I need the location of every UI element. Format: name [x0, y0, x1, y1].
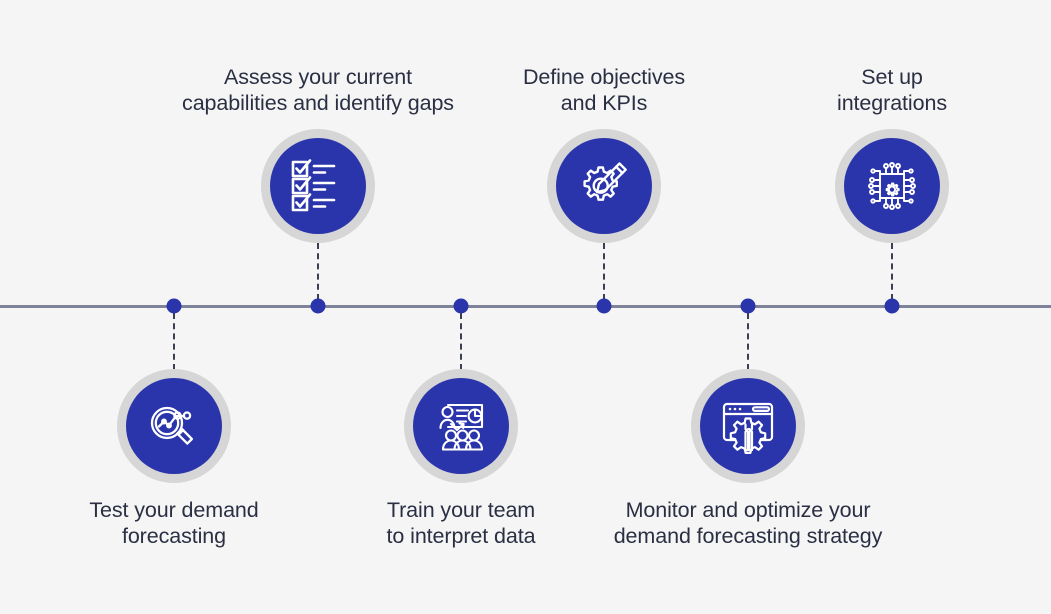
step-label-6: Set up integrations — [837, 65, 947, 115]
connector-step-5 — [747, 313, 749, 370]
step-label-3: Train your team to interpret data — [386, 498, 536, 548]
timeline-node-dot-1[interactable] — [166, 298, 182, 314]
step-label-1: Test your demand forecasting — [89, 498, 259, 548]
step-icon-bubble-3[interactable] — [404, 369, 518, 483]
connector-step-1 — [173, 313, 175, 370]
step-icon-disc-2 — [270, 138, 366, 234]
checklist-icon — [291, 159, 336, 212]
connector-step-6 — [891, 243, 893, 300]
step-icon-bubble-1[interactable] — [117, 369, 231, 483]
step-icon-bubble-6[interactable] — [835, 129, 949, 243]
timeline-axis-line — [0, 305, 1051, 308]
timeline-node-dot-4[interactable] — [596, 298, 612, 314]
step-icon-disc-1 — [126, 378, 222, 474]
connector-step-3 — [460, 313, 462, 370]
step-label-4: Define objectives and KPIs — [522, 65, 686, 115]
timeline-node-dot-3[interactable] — [453, 298, 469, 314]
timeline-node-dot-5[interactable] — [740, 298, 756, 314]
connector-step-4 — [603, 243, 605, 300]
step-icon-disc-3 — [413, 378, 509, 474]
step-label-2: Assess your current capabilities and ide… — [182, 65, 454, 115]
step-icon-disc-5 — [700, 378, 796, 474]
browser-gear-wrench-icon — [722, 402, 774, 454]
connector-step-2 — [317, 243, 319, 300]
gear-pencil-icon — [583, 162, 627, 201]
step-label-5: Monitor and optimize your demand forecas… — [613, 498, 883, 548]
magnifier-data-analysis-icon — [150, 406, 194, 445]
team-training-presentation-icon — [439, 403, 484, 451]
timeline-node-dot-6[interactable] — [884, 298, 900, 314]
step-icon-disc-6 — [844, 138, 940, 234]
circuit-chip-gear-icon — [868, 162, 916, 210]
timeline-node-dot-2[interactable] — [310, 298, 326, 314]
step-icon-disc-4 — [556, 138, 652, 234]
step-icon-bubble-5[interactable] — [691, 369, 805, 483]
step-icon-bubble-2[interactable] — [261, 129, 375, 243]
step-icon-bubble-4[interactable] — [547, 129, 661, 243]
